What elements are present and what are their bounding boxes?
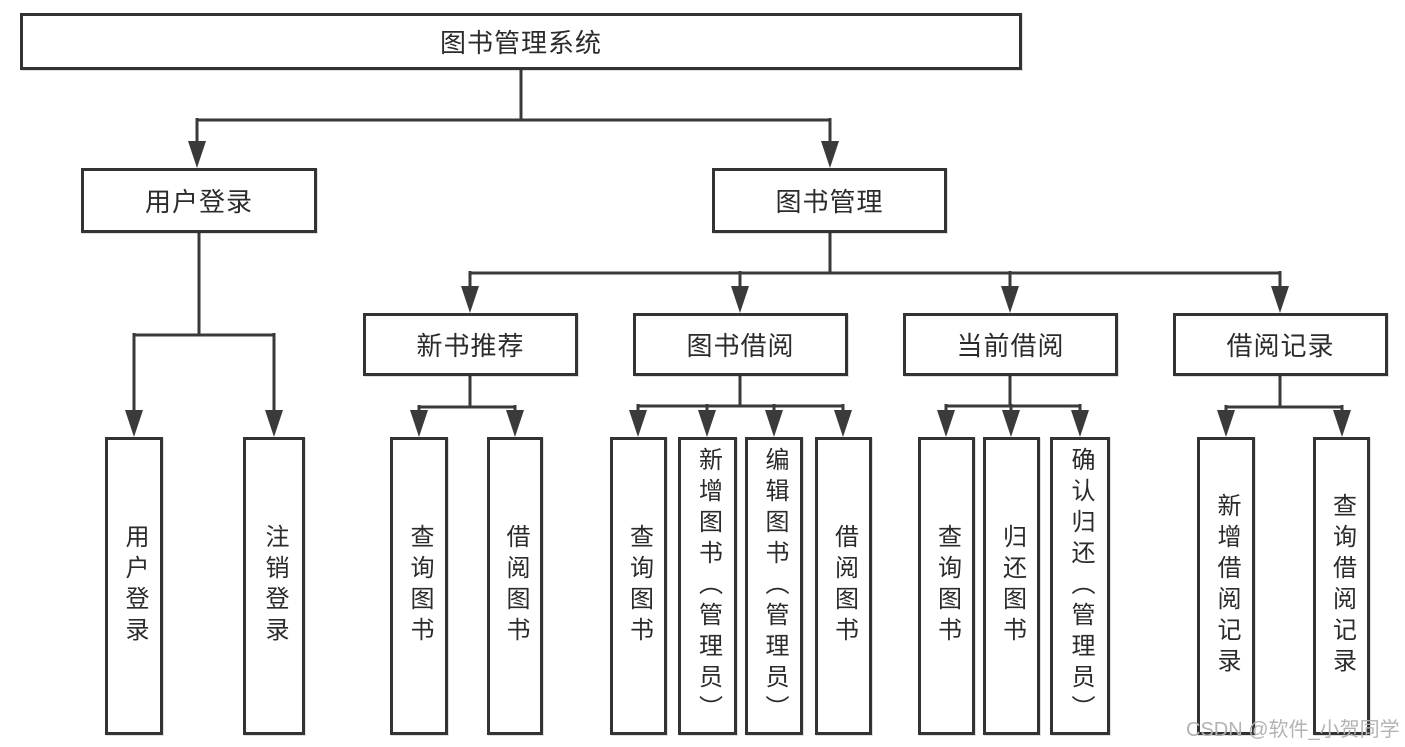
leaf-user-login: 用户登录 <box>105 437 163 735</box>
leaf-cb-return-book-label: 归还图书 <box>998 524 1026 648</box>
node-current-borrow: 当前借阅 <box>903 313 1118 376</box>
leaf-bb-query-book-label: 查询图书 <box>625 524 653 648</box>
edge-new-book-rec-to-leaves <box>410 376 524 437</box>
leaf-nb-query-book: 查询图书 <box>390 437 448 735</box>
edge-current-borrow-to-leaves <box>937 376 1089 437</box>
leaf-logout-label: 注销登录 <box>261 524 288 648</box>
node-book-borrow-label: 图书借阅 <box>686 331 795 361</box>
node-book-mgmt-label: 图书管理 <box>775 187 884 217</box>
leaf-nb-query-book-label: 查询图书 <box>406 524 433 648</box>
leaf-cb-query-book-label: 查询图书 <box>933 524 961 648</box>
leaf-bb-query-book: 查询图书 <box>610 437 667 735</box>
leaf-user-login-label: 用户登录 <box>121 524 148 648</box>
leaf-bb-borrow-book: 借阅图书 <box>815 437 872 735</box>
node-user-login: 用户登录 <box>81 168 317 233</box>
leaf-cb-confirm-return-label: 确认归还（管理员） <box>1067 446 1094 726</box>
edge-book-borrow-to-leaves <box>629 376 852 437</box>
node-library-system: 图书管理系统 <box>20 13 1022 70</box>
node-current-borrow-label: 当前借阅 <box>956 331 1065 361</box>
leaf-br-query-record: 查询借阅记录 <box>1313 437 1370 735</box>
leaf-cb-confirm-return: 确认归还（管理员） <box>1050 437 1110 735</box>
leaf-br-add-record: 新增借阅记录 <box>1197 437 1255 735</box>
leaf-bb-add-book: 新增图书（管理员） <box>678 437 737 735</box>
node-borrow-record: 借阅记录 <box>1173 313 1388 376</box>
leaf-bb-edit-book-label: 编辑图书（管理员） <box>761 446 788 726</box>
leaf-bb-borrow-book-label: 借阅图书 <box>830 524 858 648</box>
node-library-system-label: 图书管理系统 <box>439 28 602 58</box>
node-new-book-rec-label: 新书推荐 <box>416 331 525 361</box>
leaf-cb-return-book: 归还图书 <box>983 437 1040 735</box>
edge-root-to-level2 <box>188 70 839 168</box>
edge-borrow-record-to-leaves <box>1217 376 1351 437</box>
leaf-nb-borrow-book-label: 借阅图书 <box>502 524 529 648</box>
edge-book-mgmt-to-level3 <box>461 233 1289 313</box>
leaf-nb-borrow-book: 借阅图书 <box>487 437 543 735</box>
node-new-book-rec: 新书推荐 <box>363 313 578 376</box>
leaf-bb-add-book-label: 新增图书（管理员） <box>694 446 722 726</box>
node-borrow-record-label: 借阅记录 <box>1226 331 1335 361</box>
watermark: CSDN @软件_小贺同学 <box>1186 719 1400 741</box>
edge-user-login-to-leaves <box>125 232 283 437</box>
leaf-cb-query-book: 查询图书 <box>918 437 975 735</box>
leaf-br-query-record-label: 查询借阅记录 <box>1328 493 1356 679</box>
leaf-br-add-record-label: 新增借阅记录 <box>1213 493 1240 679</box>
node-book-mgmt: 图书管理 <box>712 168 947 233</box>
leaf-logout: 注销登录 <box>243 437 305 735</box>
node-user-login-label: 用户登录 <box>144 187 253 217</box>
leaf-bb-edit-book: 编辑图书（管理员） <box>745 437 803 735</box>
node-book-borrow: 图书借阅 <box>633 313 848 376</box>
